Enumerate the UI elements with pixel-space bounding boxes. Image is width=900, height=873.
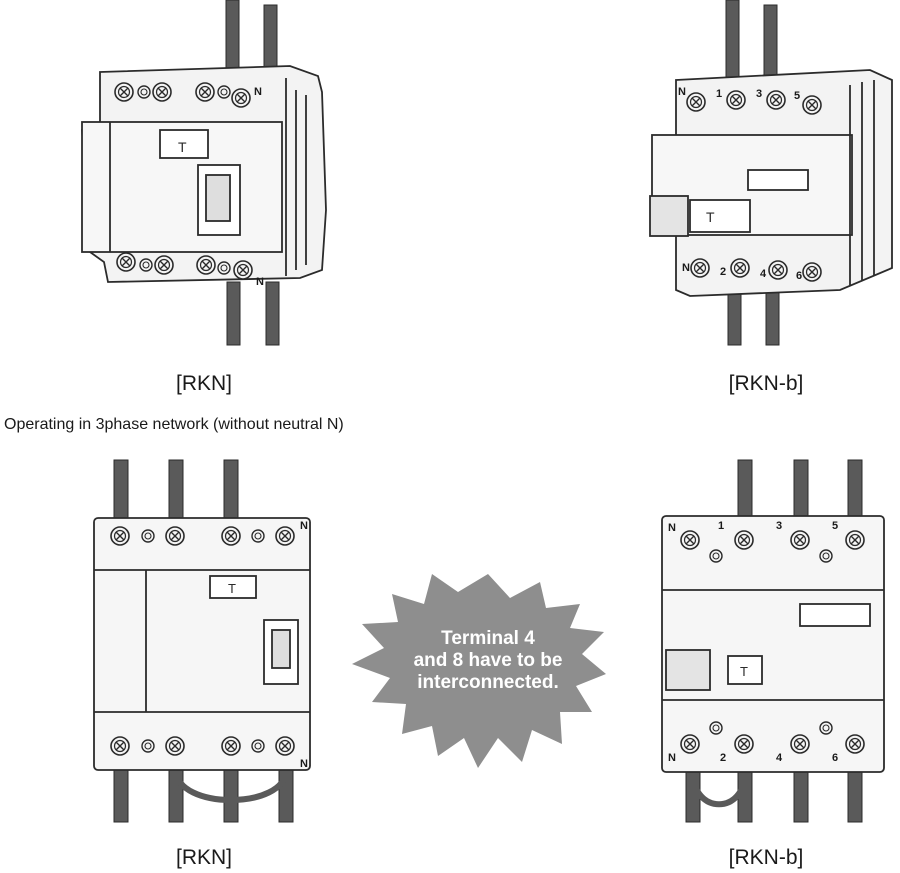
callout-line-1: Terminal 4 [441, 628, 535, 649]
rknb-body [649, 69, 893, 297]
rknb-top-terminal-3-tr: 3 [756, 88, 763, 100]
neutral-label-bl-bottom: N [300, 758, 308, 770]
rkn-front-top-screws [110, 526, 295, 546]
cable-group-top-right [725, 0, 780, 346]
callout-text: Terminal 4 and 8 have to be interconnect… [388, 628, 588, 694]
neutral-label-br-top: N [668, 522, 676, 534]
rkn-test-label-tl: T [178, 139, 187, 155]
rkn-front-body [93, 517, 311, 771]
neutral-label-tl-bottom: N [256, 276, 264, 288]
cable-group-top-left [225, 0, 280, 346]
cable-group-bottom-left [113, 459, 294, 823]
rknb-top-terminal-3-br: 3 [776, 520, 783, 532]
neutral-label-tr-bottom: N [682, 262, 690, 274]
rknb-front-body [661, 515, 885, 773]
neutral-label-tr-top: N [678, 86, 686, 98]
rknb-bottom-terminal-6-tr: 6 [796, 270, 803, 282]
caption-rkn-bottom: [RKN] [175, 846, 232, 869]
interconnect-wire-rkn [173, 769, 289, 803]
caption-rkn-top: [RKN] [175, 372, 232, 395]
rknb-top-screws-tr [686, 90, 822, 115]
neutral-label-br-bottom: N [668, 752, 676, 764]
rknb-test-label-tr: T [706, 209, 715, 225]
rknb-front-top-screws [680, 530, 865, 563]
section-title: Operating in 3phase network (without neu… [4, 416, 344, 433]
rknb-front-bottom-screws [680, 721, 865, 754]
rkn-front-bottom-screws [110, 736, 295, 756]
rknb-bottom-terminal-2-tr: 2 [720, 266, 727, 278]
neutral-label-tl-top: N [254, 86, 262, 98]
rknb-bottom-terminal-6-br: 6 [832, 752, 839, 764]
rknb-top-terminal-1-br: 1 [718, 520, 725, 532]
rkn-top-screws-tl [114, 82, 251, 108]
rkn-bottom-screws-tl [116, 252, 253, 280]
rkn-body [81, 65, 327, 283]
neutral-label-bl-top: N [300, 520, 308, 532]
rkn-test-label-bl: T [228, 581, 236, 596]
callout-line-3: interconnected. [417, 672, 559, 693]
cable-group-bottom-right [685, 459, 863, 823]
rknb-bottom-terminal-4-tr: 4 [760, 268, 767, 280]
callout-line-2: and 8 have to be [413, 650, 563, 671]
rknb-top-terminal-1-tr: 1 [716, 88, 723, 100]
rknb-bottom-screws-tr [690, 258, 822, 282]
interconnect-wire-rknb [690, 771, 748, 808]
rknb-bottom-terminal-4-br: 4 [776, 752, 783, 764]
rknb-bottom-terminal-2-br: 2 [720, 752, 727, 764]
rknb-test-label-br: T [740, 664, 748, 679]
rknb-top-terminal-5-tr: 5 [794, 90, 801, 102]
rknb-top-terminal-5-br: 5 [832, 520, 839, 532]
caption-rknb-top: [RKN-b] [728, 372, 804, 395]
caption-rknb-bottom: [RKN-b] [728, 846, 804, 869]
